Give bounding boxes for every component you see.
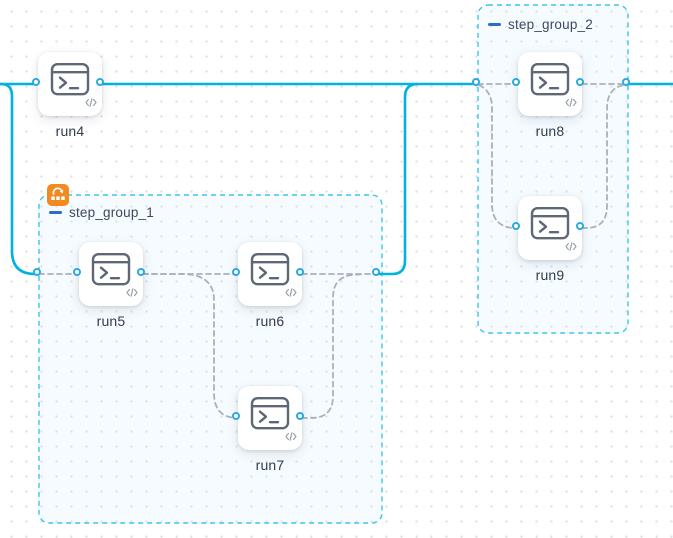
- node-run8[interactable]: [518, 52, 582, 116]
- node-run4[interactable]: [38, 52, 102, 116]
- terminal-icon: [530, 62, 570, 101]
- node-label-run9: run9: [535, 267, 565, 283]
- port-run8-in[interactable]: [512, 78, 520, 86]
- port-run5-out[interactable]: [137, 268, 145, 276]
- terminal-icon: [250, 252, 290, 291]
- collapse-button-step-group-2[interactable]: [487, 18, 501, 32]
- port-run9-out[interactable]: [576, 222, 584, 230]
- edge-step-group-1-to-step-group-2: [376, 82, 420, 276]
- group-header-step-group-2: step_group_2: [487, 17, 593, 32]
- node-label-run8: run8: [535, 123, 565, 139]
- terminal-icon: [530, 206, 570, 245]
- group-title: step_group_1: [69, 205, 154, 220]
- node-run6[interactable]: [238, 242, 302, 306]
- node-run9[interactable]: [518, 196, 582, 260]
- edge-group2in-to-run9: [478, 84, 519, 229]
- node-label-run4: run4: [55, 123, 85, 139]
- group-step-group-2[interactable]: [477, 4, 629, 334]
- group-title: step_group_2: [508, 17, 593, 32]
- code-icon: [285, 284, 297, 302]
- port-step-group-2-in[interactable]: [472, 78, 480, 86]
- port-run6-out[interactable]: [296, 268, 304, 276]
- port-run5-in[interactable]: [73, 268, 81, 276]
- code-icon: [565, 238, 577, 256]
- code-icon: [126, 284, 138, 302]
- port-step-group-1-out[interactable]: [372, 268, 380, 276]
- code-icon: [285, 428, 297, 446]
- port-run9-in[interactable]: [512, 222, 520, 230]
- group-header-step-group-1: step_group_1: [48, 205, 154, 220]
- node-label-run6: run6: [255, 313, 285, 329]
- terminal-icon: [50, 62, 90, 101]
- minus-icon: [48, 211, 62, 214]
- edge-run5-to-run7: [142, 273, 239, 419]
- port-run6-in[interactable]: [232, 268, 240, 276]
- port-run8-out[interactable]: [576, 78, 584, 86]
- node-run5[interactable]: [79, 242, 143, 306]
- terminal-icon: [91, 252, 131, 291]
- collapse-button-step-group-1[interactable]: [48, 206, 62, 220]
- port-run4-out[interactable]: [96, 78, 104, 86]
- edge-flowin-to-step-group-1: [0, 82, 41, 276]
- minus-icon: [487, 23, 501, 26]
- node-run7[interactable]: [238, 386, 302, 450]
- port-run7-out[interactable]: [296, 412, 304, 420]
- terminal-icon: [250, 396, 290, 435]
- node-label-run5: run5: [96, 313, 126, 329]
- code-icon: [565, 94, 577, 112]
- loop-icon: [47, 184, 69, 206]
- edge-run9-to-group2out: [581, 83, 629, 229]
- port-run4-in[interactable]: [32, 78, 40, 86]
- port-run7-in[interactable]: [232, 412, 240, 420]
- port-step-group-2-out[interactable]: [622, 78, 630, 86]
- edge-run7-to-group1out: [301, 273, 365, 419]
- code-icon: [85, 94, 97, 112]
- node-label-run7: run7: [255, 457, 285, 473]
- port-step-group-1-in[interactable]: [33, 268, 41, 276]
